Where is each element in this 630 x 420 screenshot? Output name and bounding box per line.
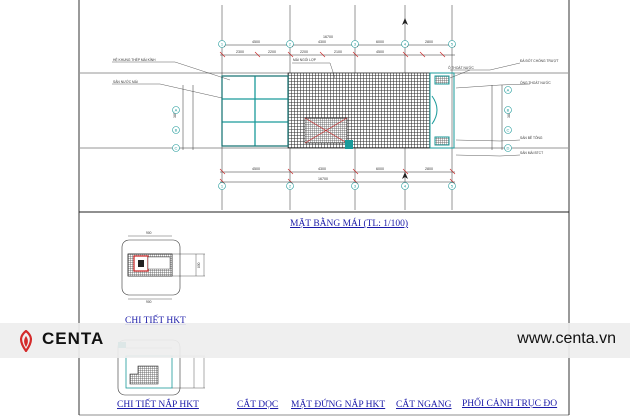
svg-text:3850: 3850: [507, 110, 511, 118]
svg-text:2800: 2800: [425, 167, 433, 171]
svg-text:900: 900: [146, 300, 152, 304]
water-tank: [429, 72, 455, 149]
svg-text:2100: 2100: [334, 50, 342, 54]
svg-text:SÀN BÊ TÔNG: SÀN BÊ TÔNG: [520, 135, 543, 140]
svg-text:4: 4: [404, 184, 407, 189]
svg-text:6000: 6000: [376, 167, 384, 171]
centa-logo-icon: [20, 330, 32, 352]
svg-text:5: 5: [451, 42, 454, 47]
section-longitudinal-title: CẮT DỌC: [237, 400, 279, 410]
svg-text:2200: 2200: [268, 50, 276, 54]
svg-text:4500: 4500: [376, 50, 384, 54]
svg-text:2: 2: [289, 184, 292, 189]
cover-elevation-title: MẶT ĐỨNG NẮP HKT: [291, 400, 386, 410]
svg-text:ỐNG THOÁT NƯỚC: ỐNG THOÁT NƯỚC: [520, 80, 551, 85]
skylight-cross: [304, 117, 348, 144]
brand-url[interactable]: www.centa.vn: [517, 330, 616, 347]
svg-text:C: C: [507, 128, 510, 133]
svg-text:16700: 16700: [323, 35, 333, 39]
svg-text:A: A: [175, 108, 178, 113]
detail-hkt-title: CHI TIẾT HKT: [125, 316, 186, 326]
svg-text:Ô THOÁT NƯỚC: Ô THOÁT NƯỚC: [448, 65, 474, 70]
svg-text:800: 800: [197, 262, 201, 268]
svg-text:SÂN NƯỚC MÁI: SÂN NƯỚC MÁI: [113, 79, 138, 84]
column-mark: [345, 140, 353, 149]
roof-plan-title: MẶT BẰNG MÁI (TL: 1/100): [290, 219, 409, 229]
svg-text:6000: 6000: [376, 40, 384, 44]
brand-bar: [0, 323, 630, 358]
svg-text:4: 4: [404, 42, 407, 47]
detail-cover-drawing: [117, 339, 205, 396]
svg-text:3: 3: [354, 184, 357, 189]
leader-labels: HỆ KHUNG THÉP MÁI KÍNH SÂN NƯỚC MÁI MÁI …: [113, 57, 559, 155]
leader-lines: [112, 61, 531, 157]
svg-text:3: 3: [354, 42, 357, 47]
svg-text:3850: 3850: [173, 110, 177, 118]
svg-text:HỆ KHUNG THÉP MÁI KÍNH: HỆ KHUNG THÉP MÁI KÍNH: [113, 57, 156, 62]
svg-text:4500: 4500: [252, 40, 260, 44]
perspective-title: PHỐI CẢNH TRỤC ĐO: [462, 399, 558, 409]
section-transverse-title: CẮT NGANG: [396, 400, 452, 410]
svg-text:4300: 4300: [318, 167, 326, 171]
svg-text:MÁI NGÓI LỢP: MÁI NGÓI LỢP: [293, 57, 317, 62]
svg-text:1: 1: [221, 42, 224, 47]
svg-text:2800: 2800: [425, 40, 433, 44]
brand-name: CENTA: [42, 329, 105, 348]
svg-text:ĐÁ ĐỐT CHỐNG TRƯỢT: ĐÁ ĐỐT CHỐNG TRƯỢT: [520, 58, 559, 63]
axis-bubbles: [172, 40, 512, 190]
svg-text:16700: 16700: [318, 177, 328, 181]
svg-text:4500: 4500: [252, 167, 260, 171]
svg-text:D: D: [507, 146, 510, 151]
svg-text:2: 2: [289, 42, 292, 47]
svg-text:B: B: [175, 128, 178, 133]
svg-text:1: 1: [221, 184, 224, 189]
svg-text:C: C: [175, 146, 178, 151]
svg-text:5: 5: [451, 184, 454, 189]
svg-text:B: B: [507, 108, 510, 113]
svg-text:900: 900: [146, 231, 152, 235]
axis-bubble-letters: 1 2 3 4 5 1 2 3 4 5 A B C A B C D: [175, 42, 510, 189]
svg-text:2200: 2200: [300, 50, 308, 54]
svg-text:4300: 4300: [318, 40, 326, 44]
glass-roof-panel: [221, 75, 289, 147]
detail-hkt-drawing: 900 900 800: [121, 231, 205, 304]
svg-text:2300: 2300: [236, 50, 244, 54]
north-arrow-icon: [402, 18, 408, 179]
dimension-texts: 4500 4300 6000 2800 16700 2300 2200 2200 2100…: [173, 35, 511, 181]
roof-plan-drawing: 4500 4300 6000 2800 16700 2300 2200 2200 2100…: [80, 5, 568, 210]
svg-text:A: A: [507, 88, 510, 93]
svg-text:SÀN MÁI BTCT: SÀN MÁI BTCT: [520, 151, 543, 155]
detail-cover-title: CHI TIẾT NẮP HKT: [117, 400, 199, 410]
